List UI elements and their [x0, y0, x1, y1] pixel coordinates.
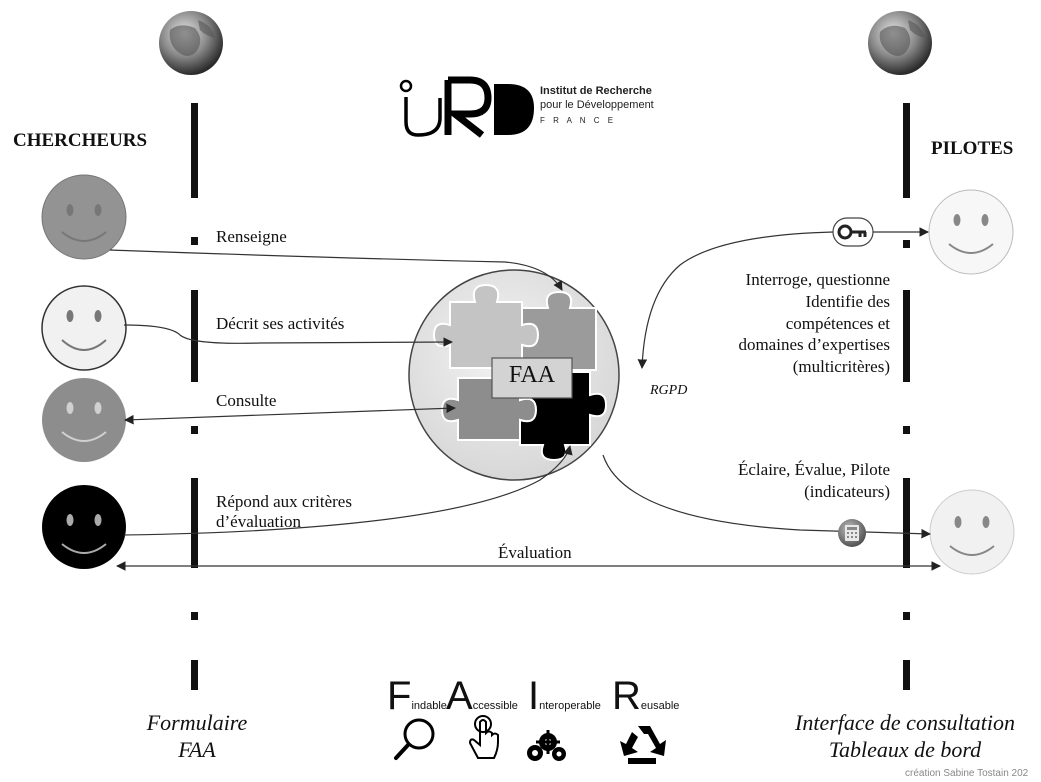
arrow-decrit	[123, 324, 453, 347]
bottom-right-caption: Interface de consultation Tableaux de bo…	[770, 709, 1040, 763]
action-consulte: Consulte	[216, 391, 277, 410]
arrow-rgpd	[637, 231, 834, 369]
faa-label: FAA	[508, 362, 556, 388]
ird-logo-line2: pour le Développement	[540, 99, 654, 111]
recycle-icon	[620, 726, 666, 764]
fair-findable: Findable	[387, 676, 447, 716]
evaluation-label: Évaluation	[498, 543, 572, 562]
query-line-5: (multicritères)	[792, 357, 890, 376]
ird-logo-line3: F R A N C E	[540, 116, 617, 125]
action-renseigne: Renseigne	[216, 227, 287, 246]
bottom-right-line1: Interface de consultation	[795, 710, 1015, 735]
globe-icon-left	[159, 11, 223, 75]
bottom-left-line1: Formulaire	[146, 710, 248, 735]
action-decrit: Décrit ses activités	[216, 314, 345, 333]
gears-icon	[527, 730, 566, 761]
action-repond-line1: Répond aux critères	[216, 492, 352, 511]
bottom-left-caption: Formulaire FAA	[117, 709, 277, 763]
magnifier-icon	[394, 718, 435, 760]
credit-text: création Sabine Tostain 202	[905, 768, 1029, 779]
rgpd-label: RGPD	[650, 383, 688, 398]
query-line-1: Interroge, questionne	[745, 270, 890, 289]
ird-logo-mark	[399, 76, 534, 138]
arrow-indicators	[602, 454, 931, 539]
key-icon	[832, 217, 874, 247]
left-timeline	[191, 103, 198, 690]
fair-letter-i: I	[528, 674, 540, 718]
pilot-line-1: Éclaire, Évalue, Pilote	[738, 460, 890, 479]
arrow-repond	[123, 445, 573, 536]
globe-icon-right	[868, 11, 932, 75]
query-line-2: Identifie des	[805, 292, 891, 311]
fair-word-interoperable: nteroperable	[539, 700, 601, 712]
smiley-pilot-2	[929, 489, 1015, 575]
fair-letter-r: R	[612, 674, 641, 718]
fair-accessible: Accessible	[446, 676, 518, 716]
bottom-right-line2: Tableaux de bord	[828, 737, 982, 762]
left-header: CHERCHEURS	[13, 130, 148, 151]
faa-box	[491, 357, 573, 399]
pointer-hand-icon	[468, 715, 499, 759]
smiley-researcher-4	[42, 485, 126, 569]
smiley-researcher-3	[42, 378, 126, 462]
fair-letter-f: F	[387, 674, 412, 718]
fair-interoperable: Interoperable	[528, 676, 601, 716]
bottom-left-line2: FAA	[178, 737, 216, 762]
fair-word-findable: indable	[411, 700, 447, 712]
right-timeline	[903, 103, 910, 690]
fair-word-reusable: eusable	[640, 700, 680, 712]
arrow-renseigne	[109, 249, 563, 291]
fair-word-accessible: ccessible	[472, 700, 518, 712]
arrow-consulte	[124, 403, 456, 425]
calculator-icon	[838, 519, 866, 547]
smiley-researcher-1	[41, 174, 127, 260]
query-line-4: domaines d’expertises	[738, 335, 890, 354]
fair-letter-a: A	[446, 674, 473, 718]
smiley-pilot-1	[928, 189, 1014, 275]
query-line-3: compétences et	[785, 314, 890, 333]
fair-reusable: Reusable	[612, 676, 679, 716]
action-repond-line2: d’évaluation	[216, 512, 301, 531]
smiley-researcher-2	[41, 285, 127, 371]
pilot-line-2: (indicateurs)	[804, 482, 890, 501]
right-header: PILOTES	[931, 138, 1014, 159]
ird-logo-line1: Institut de Recherche	[540, 85, 652, 97]
